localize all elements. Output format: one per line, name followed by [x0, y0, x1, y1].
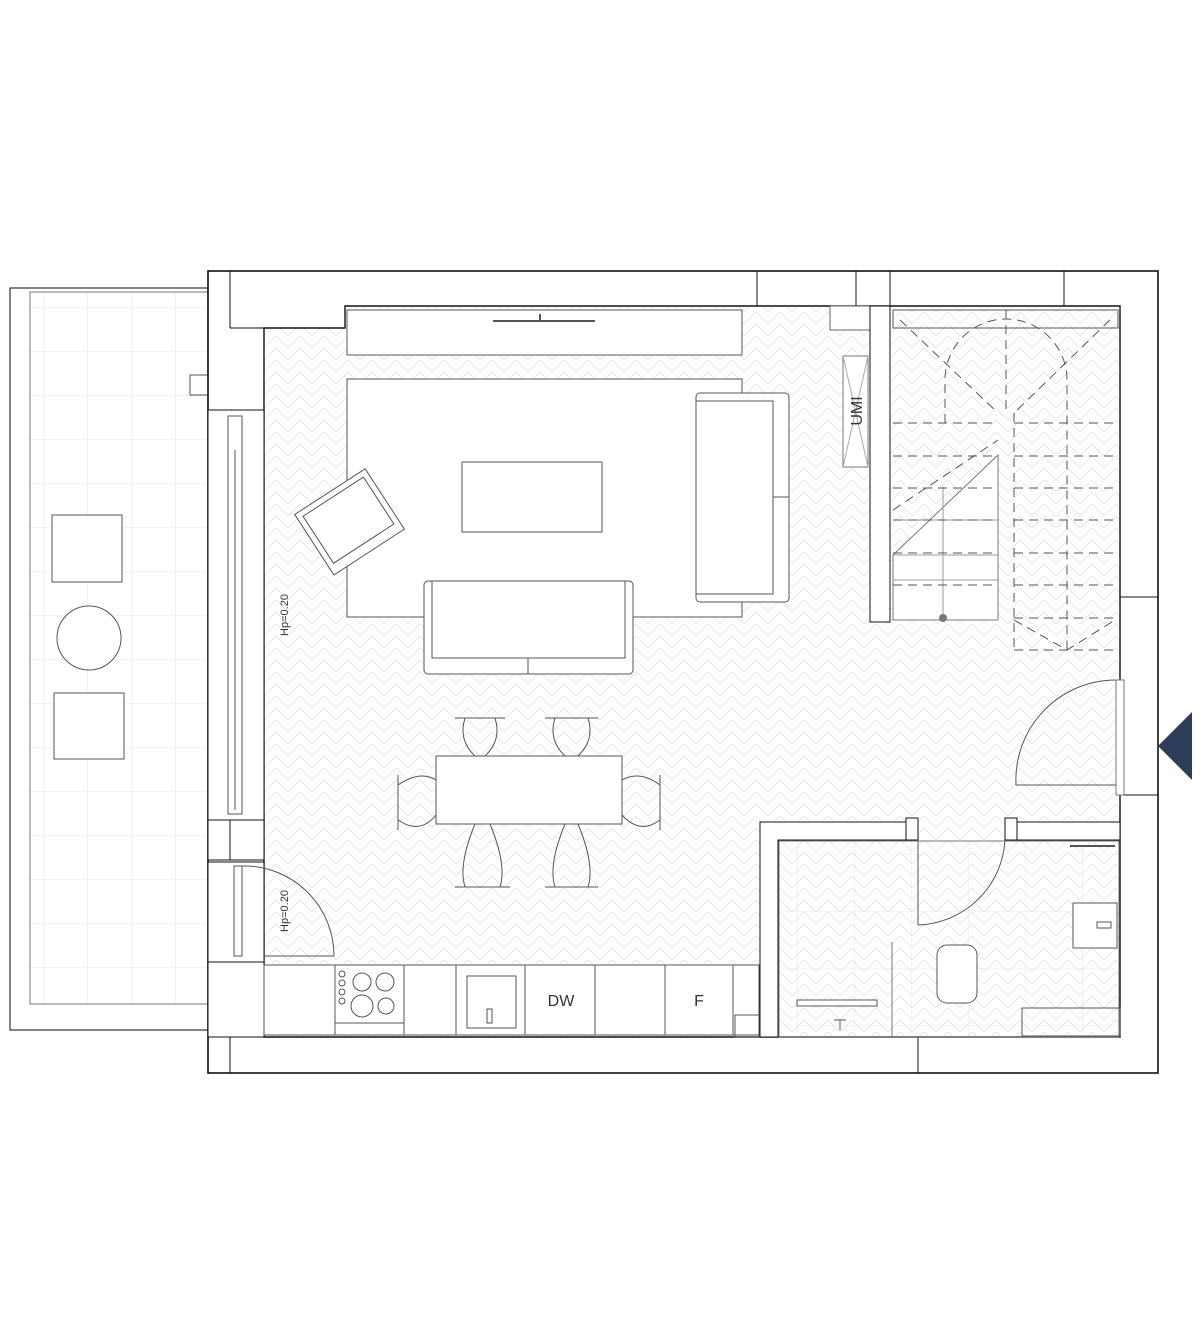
- stair-start-marker: [939, 614, 947, 622]
- bathroom: [734, 817, 1121, 1038]
- entrance-marker-icon: [1158, 712, 1192, 780]
- balcony-chair: [53, 692, 125, 760]
- sofa: [423, 580, 634, 675]
- window-sill-label: Hp=0.20: [279, 890, 291, 932]
- kitchen-counter: DW F: [263, 964, 760, 1036]
- dining-set: [397, 717, 661, 888]
- storage-label: UMI: [849, 396, 866, 425]
- dining-table: [435, 755, 623, 825]
- coffee-table: [461, 461, 603, 533]
- dishwasher-label: DW: [548, 993, 576, 1010]
- balcony-chair: [51, 514, 123, 583]
- washbasin: [1072, 902, 1118, 949]
- storage-unit: UMI: [842, 355, 869, 468]
- fridge-label: F: [694, 993, 704, 1010]
- toilet: [936, 944, 978, 1004]
- shower-bar: [796, 999, 878, 1007]
- tv: [493, 314, 595, 322]
- armchair: [294, 468, 406, 576]
- sink: [466, 975, 517, 1029]
- cooktop: [338, 970, 395, 1018]
- entry-door-swing: [1015, 679, 1117, 786]
- window-sill-label: Hp=0.20: [279, 594, 291, 636]
- balcony-table: [56, 605, 122, 671]
- tv-cabinet: [346, 309, 743, 356]
- bathroom-door-swing: [917, 839, 1006, 926]
- balcony: [9, 287, 209, 1031]
- staircase: [829, 305, 1119, 651]
- sofa: [695, 392, 790, 603]
- door-swing: [241, 865, 335, 957]
- left-window: [207, 409, 335, 1038]
